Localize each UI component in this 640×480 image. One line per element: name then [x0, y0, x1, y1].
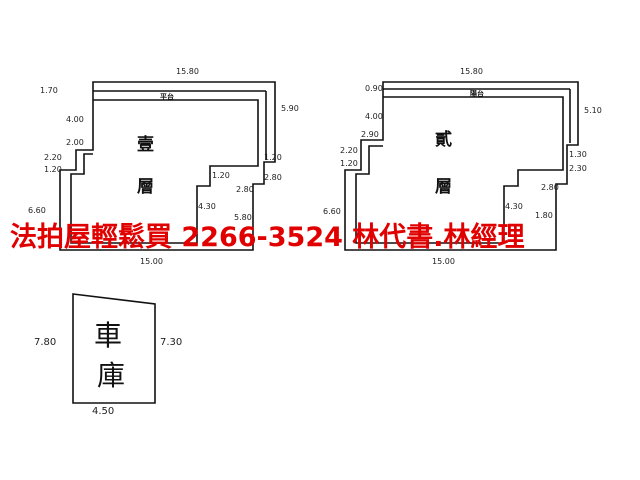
contact-banner: 法拍屋輕鬆買 2266-3524 林代書.林經理 [10, 222, 525, 253]
f2-dim-5-10: 5.10 [584, 106, 602, 115]
floor1-outline [59, 81, 276, 251]
f2-balcony-label: 陽台 [470, 89, 484, 98]
f2-top-width: 15.80 [460, 67, 483, 76]
f2-dim-2-90: 2.90 [361, 130, 379, 139]
f2-dim-6-60: 6.60 [323, 207, 341, 216]
garage-label-1: 車 [94, 319, 122, 352]
f1-room-label-1: 壹 [137, 134, 154, 155]
garage-label-2: 庫 [97, 359, 125, 392]
f2-dim-1-20: 1.20 [340, 159, 358, 168]
garage-outline [72, 293, 156, 404]
f2-dim-inner-4-30: 4.30 [505, 202, 523, 211]
f1-room-label-2: 層 [137, 177, 154, 197]
f2-dim-1-30: 1.30 [569, 150, 587, 159]
f1-dim-1-20: 1.20 [44, 165, 62, 174]
f2-dim-4-00: 4.00 [365, 112, 383, 121]
f1-dim-2-00: 2.00 [66, 138, 84, 147]
f1-dim-inner-1-20: 1.20 [212, 171, 230, 180]
floor2-inner-outline [355, 96, 564, 244]
f2-room-label-2: 層 [435, 177, 452, 197]
floor1-inner-outline [70, 99, 259, 244]
f2-dim-2-20: 2.20 [340, 146, 358, 155]
f1-dim-5-90: 5.90 [281, 104, 299, 113]
f1-top-width: 15.80 [176, 67, 199, 76]
f1-dim-1-70: 1.70 [40, 86, 58, 95]
f1-dim-6-60: 6.60 [28, 206, 46, 215]
floor2-outline [344, 81, 579, 251]
f2-dim-inner-2-80: 2.80 [541, 183, 559, 192]
f2-bottom-width: 15.00 [432, 257, 455, 266]
f1-dim-inner-5-80: 5.80 [234, 213, 252, 222]
f1-dim-inner-4-30: 4.30 [198, 202, 216, 211]
f1-dim-right-2-80: 2.80 [264, 173, 282, 182]
garage-left-height: 7.80 [34, 337, 56, 348]
f1-dim-inner-2-80: 2.80 [236, 185, 254, 194]
f1-dim-2-20: 2.20 [44, 153, 62, 162]
f2-room-label-1: 貳 [435, 129, 452, 150]
garage-bottom-width: 4.50 [92, 406, 114, 417]
f2-dim-2-30: 2.30 [569, 164, 587, 173]
f2-dim-0-90: 0.90 [365, 84, 383, 93]
f2-dim-inner-1-80: 1.80 [535, 211, 553, 220]
garage-right-height: 7.30 [160, 337, 182, 348]
f1-bottom-width: 15.00 [140, 257, 163, 266]
f1-dim-right-1-20: 1.20 [264, 153, 282, 162]
f1-balcony-label: 平台 [160, 92, 174, 101]
f1-dim-4-00: 4.00 [66, 115, 84, 124]
